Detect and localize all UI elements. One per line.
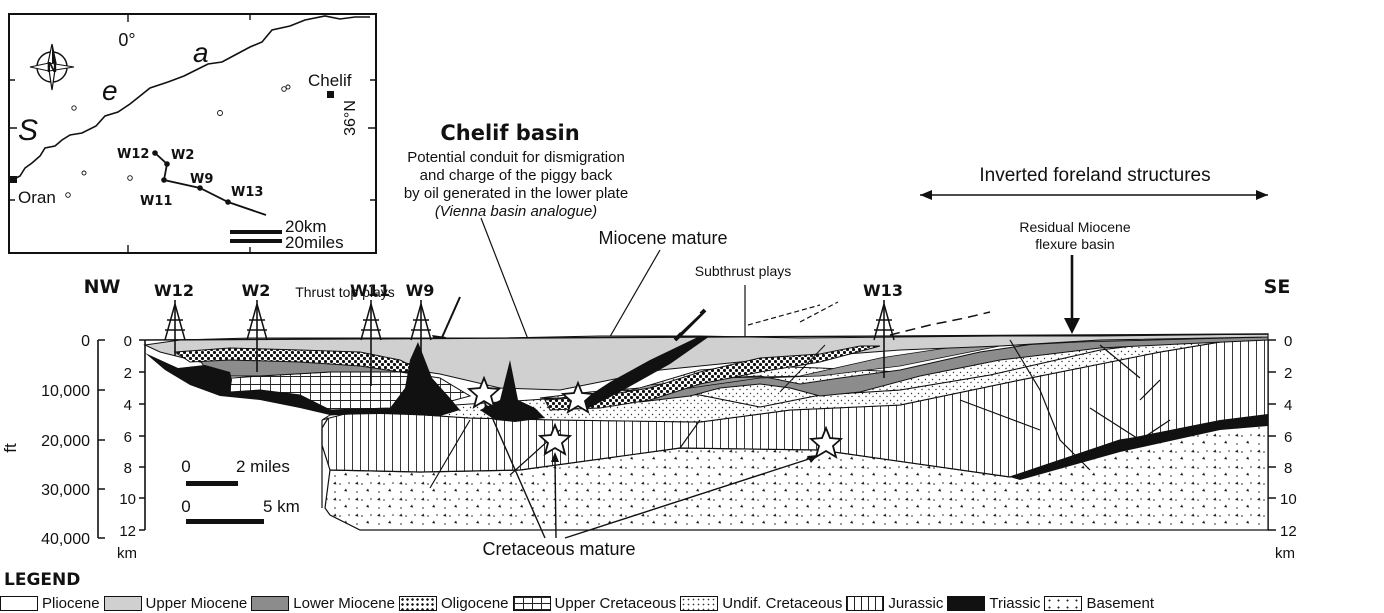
inverted-label: Inverted foreland structures	[979, 165, 1210, 186]
km-unit-left: km	[117, 545, 137, 562]
map-well-w13: W13	[231, 185, 263, 200]
km-tick-left-0: 0	[124, 333, 132, 350]
legend-label: Basement	[1086, 595, 1154, 612]
legend-item-grid: Upper Cretaceous	[513, 595, 677, 612]
sea-letter-s: S	[18, 114, 38, 147]
km-unit-right: km	[1275, 545, 1295, 562]
legend-item-white: Pliocene	[0, 595, 100, 612]
map-scale-miles: 20miles	[285, 233, 344, 252]
km-tick-right-12: 12	[1280, 523, 1297, 540]
legend-swatch	[513, 596, 551, 611]
legend-label: Oligocene	[441, 595, 509, 612]
right-axes: 0 2 4 6 8 10 12 km	[1268, 333, 1297, 562]
well-label-w9: W9	[406, 281, 435, 300]
legend-label: Undif. Cretaceous	[722, 595, 842, 612]
legend-label: Upper Cretaceous	[555, 595, 677, 612]
legend: Pliocene Upper Miocene Lower Miocene Oligoc…	[0, 594, 1158, 613]
section-title: Chelif basin	[440, 121, 579, 145]
km-tick-right-10: 10	[1280, 491, 1297, 508]
oran-marker	[10, 176, 17, 183]
legend-item-lightgray: Upper Miocene	[104, 595, 248, 612]
chelif-marker	[327, 91, 334, 98]
km-tick-right-8: 8	[1284, 460, 1292, 477]
scale-miles-0: 0	[181, 457, 190, 476]
nw-label: NW	[84, 276, 121, 298]
map-well-w9: W9	[190, 172, 213, 187]
subthrust-plays-label: Subthrust plays	[695, 263, 792, 279]
legend-item-fine-dots: Undif. Cretaceous	[680, 595, 842, 612]
legend-item-vlines: Jurassic	[846, 595, 943, 612]
legend-item-gray: Lower Miocene	[251, 595, 395, 612]
map-well-w11: W11	[140, 194, 172, 209]
legend-swatch	[104, 596, 142, 611]
scale-miles-label: 2 miles	[236, 457, 290, 476]
lat-label: 36°N	[342, 100, 359, 136]
conduit-note-line3: by oil generated in the lower plate	[404, 185, 628, 202]
residual-label-2: flexure basin	[1035, 236, 1114, 252]
location-map: N 0° 36°N S e a Chelif Oran W12 W2 W9 W1…	[9, 13, 376, 253]
sea-letter-e: e	[102, 75, 118, 106]
legend-item-triangles: Basement	[1044, 595, 1154, 612]
miocene-mature-label: Miocene mature	[598, 228, 727, 248]
scale-km-label: 5 km	[263, 497, 300, 516]
scale-km-0: 0	[181, 497, 190, 516]
oran-label: Oran	[18, 188, 56, 207]
north-label: N	[47, 61, 58, 76]
ft-tick-20000: 20,000	[41, 433, 90, 450]
well-label-w13: W13	[863, 281, 903, 300]
ft-unit: ft	[1, 443, 20, 453]
geologic-section	[145, 302, 1268, 530]
legend-item-dots: Oligocene	[399, 595, 509, 612]
km-tick-left-4: 4	[124, 397, 132, 414]
map-well-w12: W12	[117, 147, 149, 162]
well-label-w2: W2	[242, 281, 271, 300]
legend-swatch	[846, 596, 884, 611]
legend-swatch	[680, 596, 718, 611]
map-well-w2: W2	[171, 148, 194, 163]
se-label: SE	[1264, 276, 1291, 298]
km-tick-left-6: 6	[124, 429, 132, 446]
cretaceous-mature-label: Cretaceous mature	[482, 539, 635, 559]
km-tick-right-0: 0	[1284, 333, 1292, 350]
legend-swatch	[251, 596, 289, 611]
legend-swatch	[399, 596, 437, 611]
km-tick-right-4: 4	[1284, 397, 1292, 414]
legend-label: Triassic	[989, 595, 1040, 612]
ft-tick-30000: 30,000	[41, 482, 90, 499]
legend-swatch	[947, 596, 985, 611]
analogue-note: (Vienna basin analogue)	[435, 203, 597, 220]
section-scale-bars: 0 2 miles 0 5 km	[181, 457, 300, 524]
left-axes: 0 10,000 20,000 30,000 40,000 ft 0 2 4 6…	[1, 333, 145, 562]
legend-label: Pliocene	[42, 595, 100, 612]
lon-label: 0°	[118, 30, 135, 50]
km-tick-left-2: 2	[124, 365, 132, 382]
km-tick-left-12: 12	[119, 523, 136, 540]
ft-tick-0: 0	[81, 333, 90, 350]
km-tick-right-2: 2	[1284, 365, 1292, 382]
legend-item-black: Triassic	[947, 595, 1040, 612]
ft-tick-10000: 10,000	[41, 383, 90, 400]
conduit-note-line1: Potential conduit for dismigration	[407, 149, 625, 166]
legend-title: LEGEND	[4, 570, 80, 590]
km-tick-left-8: 8	[124, 460, 132, 477]
residual-label-1: Residual Miocene	[1019, 219, 1130, 235]
sea-letter-a: a	[193, 37, 209, 68]
km-tick-left-10: 10	[119, 491, 136, 508]
legend-label: Jurassic	[888, 595, 943, 612]
legend-label: Upper Miocene	[146, 595, 248, 612]
well-label-w11: W11	[350, 281, 390, 300]
chelif-label: Chelif	[308, 71, 352, 90]
legend-swatch	[0, 596, 38, 611]
legend-swatch	[1044, 596, 1082, 611]
conduit-note-line2: and charge of the piggy back	[420, 167, 613, 184]
km-tick-right-6: 6	[1284, 429, 1292, 446]
ft-tick-40000: 40,000	[41, 531, 90, 548]
well-label-w12: W12	[154, 281, 194, 300]
legend-label: Lower Miocene	[293, 595, 395, 612]
